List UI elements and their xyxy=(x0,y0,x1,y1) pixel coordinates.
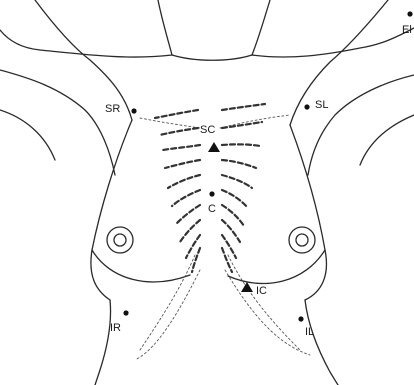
left-clavicle xyxy=(140,118,200,128)
left-nipple xyxy=(107,227,133,253)
left-lower-contour xyxy=(135,270,200,360)
right-nipple xyxy=(289,227,315,253)
right-breast-fold xyxy=(228,250,325,284)
right-costal-margin xyxy=(228,255,300,350)
marker-sr-dot xyxy=(131,108,136,113)
left-arm-upper xyxy=(35,0,132,120)
right-lower-contour xyxy=(225,270,310,355)
marker-sl-dot xyxy=(304,104,309,109)
marker-ir-label: IR xyxy=(110,322,121,334)
marker-ic-triangle xyxy=(241,282,253,292)
marker-ic-label: IC xyxy=(256,285,267,297)
right-lower-side xyxy=(305,300,338,385)
marker-sc-triangle xyxy=(208,142,220,152)
left-lower-side xyxy=(95,300,111,385)
marker-ir-dot xyxy=(123,310,128,315)
marker-sc-label: SC xyxy=(200,124,215,136)
right-side-body xyxy=(290,125,326,300)
neck-right xyxy=(252,0,270,55)
marker-c-label: C xyxy=(208,203,216,215)
left-arm-outer xyxy=(0,110,55,160)
left-side-body xyxy=(91,120,132,300)
right-ribs xyxy=(222,104,265,272)
marker-el-dot xyxy=(407,11,412,16)
marker-el-label: El xyxy=(402,24,412,36)
marker-sr-label: SR xyxy=(105,103,120,115)
marker-il-dot xyxy=(298,316,303,321)
left-costal-margin xyxy=(140,255,195,350)
neck-left xyxy=(158,0,172,55)
left-shoulder xyxy=(0,30,172,57)
right-shoulder xyxy=(252,28,414,57)
right-arm-crease xyxy=(308,75,414,175)
left-arm-crease xyxy=(0,70,115,175)
marker-il-label: IL xyxy=(305,326,314,338)
left-breast-fold xyxy=(92,250,190,282)
marker-c-dot xyxy=(209,191,214,196)
left-ribs xyxy=(155,110,200,272)
marker-sl-label: SL xyxy=(315,99,328,111)
neck-base xyxy=(172,55,252,60)
right-arm-outer xyxy=(360,115,414,165)
